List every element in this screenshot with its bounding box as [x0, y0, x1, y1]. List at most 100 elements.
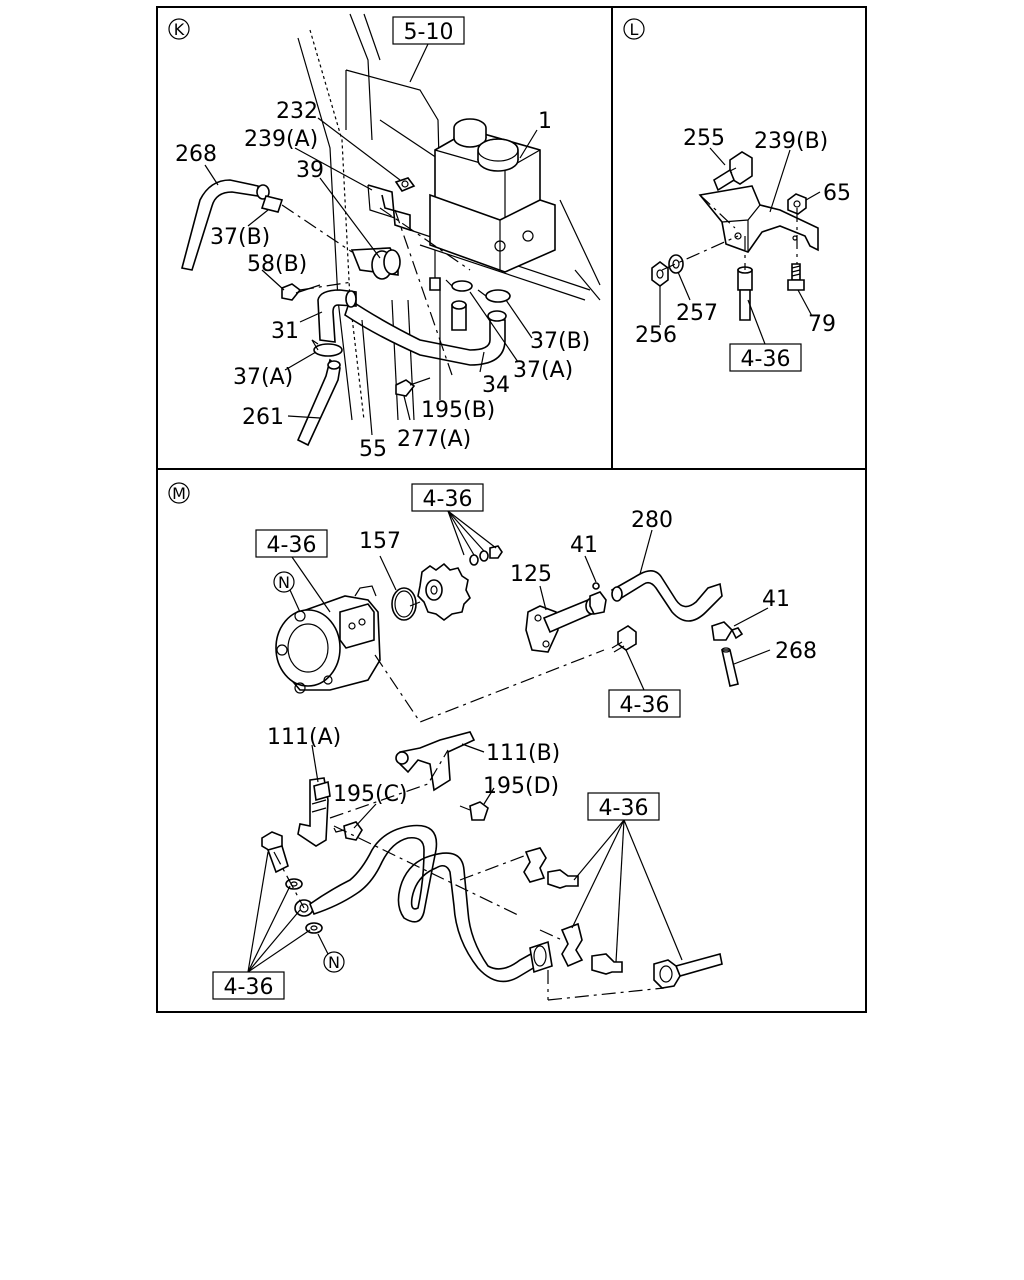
bolt-79 [787, 263, 805, 291]
hose-39 [350, 247, 401, 280]
label-277a: 277(A) [397, 427, 471, 452]
m-center-lines [374, 601, 605, 723]
panel-k-marker: K [168, 18, 190, 40]
svg-text:K: K [174, 20, 185, 39]
hose-280 [610, 570, 723, 622]
label-195c: 195(C) [333, 782, 408, 807]
fitting-125 [525, 597, 599, 653]
label-125: 125 [510, 562, 552, 587]
label-239b: 239(B) [754, 129, 828, 154]
svg-text:4-36: 4-36 [267, 533, 317, 558]
clamp-37a-right [445, 279, 473, 292]
ref-box-fitting: 4-36 [608, 649, 681, 718]
panel-l: L [623, 18, 851, 372]
label-37a-left: 37(A) [233, 365, 293, 390]
o-ring-157 [391, 587, 417, 621]
bracket-239b [698, 185, 819, 253]
pressure-hose [309, 824, 541, 983]
label-65: 65 [823, 181, 851, 206]
label-34: 34 [482, 373, 510, 398]
reservoir-tank [429, 118, 556, 273]
return-hose [653, 953, 723, 989]
label-255: 255 [683, 126, 725, 151]
svg-text:M: M [172, 484, 186, 503]
svg-text:N: N [278, 573, 290, 592]
pipe-261 [296, 358, 341, 447]
label-239a: 239(A) [244, 127, 318, 152]
panel-m-marker: M [168, 482, 190, 504]
label-257: 257 [676, 301, 718, 326]
clamp-37a-left [311, 339, 343, 357]
drive-gear [417, 562, 471, 621]
k-leader-lines [204, 117, 538, 436]
label-195b: 195(B) [421, 398, 495, 423]
label-37b-left: 37(B) [210, 225, 270, 250]
ref-box-clamps: 4-36 [571, 792, 683, 963]
bolt-195b [429, 250, 441, 291]
bracket-239a [367, 177, 416, 232]
power-steering-pump [275, 585, 381, 694]
pipe-34 [344, 298, 507, 366]
ref-box-gear: 4-36 [411, 483, 497, 556]
hose-31 [317, 289, 357, 343]
l-leader-lines [659, 147, 821, 325]
washer-257 [668, 254, 684, 274]
l-center-lines [661, 194, 798, 271]
bracket-111a [297, 777, 331, 847]
clamp-41-right [711, 621, 744, 641]
label-55: 55 [359, 437, 387, 462]
label-232: 232 [276, 99, 318, 124]
k-center-lines [281, 204, 471, 376]
svg-text:4-36: 4-36 [599, 796, 649, 821]
svg-text:4-36: 4-36 [224, 975, 274, 1000]
ref-box-pump: 4-36 [255, 529, 331, 613]
label-41-top: 41 [570, 533, 598, 558]
bolt-58b [281, 283, 321, 301]
label-157: 157 [359, 529, 401, 554]
label-37a-right: 37(A) [513, 358, 573, 383]
hose-268 [181, 179, 284, 271]
m-leader-lines [311, 529, 771, 829]
clamp-41-top [589, 582, 607, 615]
stud-pin [737, 266, 753, 321]
label-37b-right: 37(B) [530, 329, 590, 354]
gear-hardware [469, 545, 503, 566]
label-111a: 111(A) [267, 725, 341, 750]
panel-m: M N [168, 482, 817, 1001]
panel-l-marker: L [623, 18, 645, 40]
bolt-195c [333, 821, 363, 841]
hose-end-fitting [529, 940, 553, 974]
clamp-37b-right [477, 289, 511, 303]
ref-box-5-10: 5-10 [392, 16, 465, 83]
label-79: 79 [808, 312, 836, 337]
m-lower-center-lines [273, 749, 665, 1001]
label-39: 39 [296, 158, 324, 183]
label-1: 1 [538, 109, 552, 134]
label-195d: 195(D) [483, 774, 559, 799]
svg-text:4-36: 4-36 [741, 347, 791, 372]
clamp-lower [560, 922, 623, 975]
label-268: 268 [175, 142, 217, 167]
banjo-bolt-left [261, 831, 323, 934]
ref-box-banjo: 4-36 [212, 851, 311, 1000]
bracket-111b [395, 731, 476, 792]
label-58b: 58(B) [247, 252, 307, 277]
svg-text:L: L [630, 20, 639, 39]
label-256: 256 [635, 323, 677, 348]
ref-box-l-4-36: 4-36 [729, 299, 802, 372]
svg-text:4-36: 4-36 [620, 693, 670, 718]
label-261: 261 [242, 405, 284, 430]
label-280: 280 [631, 508, 673, 533]
label-31: 31 [271, 319, 299, 344]
svg-text:5-10: 5-10 [404, 20, 454, 45]
svg-text:N: N [328, 953, 340, 972]
bolt-277a [395, 377, 431, 397]
circle-n-pump: N [273, 571, 301, 613]
clamp-upper [523, 847, 579, 889]
bolt-195d [459, 801, 489, 821]
svg-text:4-36: 4-36 [423, 487, 473, 512]
circle-n-lower: N [317, 933, 345, 973]
label-268-m: 268 [775, 639, 817, 664]
nut-65 [787, 193, 807, 215]
